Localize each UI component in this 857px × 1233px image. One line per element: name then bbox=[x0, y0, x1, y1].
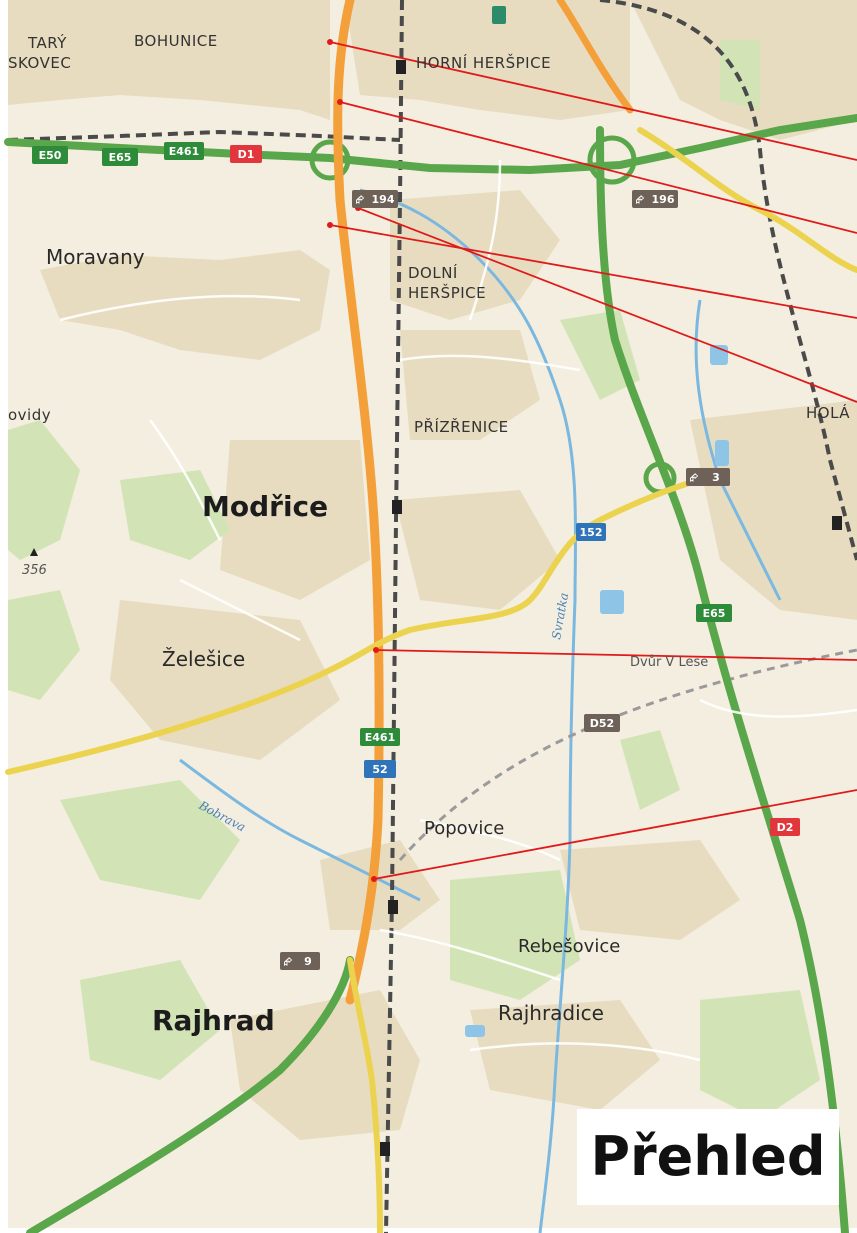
svg-text:E461: E461 bbox=[169, 145, 199, 158]
title-panel: Přehled bbox=[577, 1109, 839, 1205]
secondary-roads bbox=[5, 127, 857, 1233]
forest-areas bbox=[8, 40, 820, 1120]
place-moravany: Moravany bbox=[46, 245, 145, 269]
trunk-roads bbox=[333, 0, 634, 1005]
elevation-label: 356 bbox=[22, 563, 47, 578]
pointer-lines bbox=[329, 41, 857, 880]
svg-text:D1: D1 bbox=[238, 148, 255, 161]
road-badge-d1: D1 bbox=[230, 145, 262, 163]
exit-badge-194: 194 ⮳ bbox=[352, 190, 398, 208]
svg-text:9: 9 bbox=[304, 955, 312, 968]
place-holasky: HOLÁ bbox=[806, 403, 850, 422]
zoo-icon bbox=[492, 6, 506, 24]
road-badge-e50: E50 bbox=[32, 146, 68, 164]
place-bohunice: BOHUNICE bbox=[134, 32, 218, 50]
place-rajhrad: Rajhrad bbox=[152, 1004, 275, 1037]
svg-text:152: 152 bbox=[580, 526, 603, 539]
place-stary-liskovec-1: TARÝ bbox=[27, 33, 67, 52]
svg-text:⮳: ⮳ bbox=[356, 193, 365, 206]
svg-text:D52: D52 bbox=[590, 717, 614, 730]
svg-text:3: 3 bbox=[712, 471, 720, 484]
svg-text:196: 196 bbox=[652, 193, 675, 206]
place-prizrenice: PŘÍZŘENICE bbox=[414, 417, 509, 436]
exit-badge-3: 3 ⮳ bbox=[686, 468, 730, 486]
place-dolni-herspice-1: DOLNÍ bbox=[408, 263, 458, 282]
exit-badge-9: 9 ⮳ bbox=[280, 952, 320, 970]
road-badge-152: 152 bbox=[576, 523, 606, 541]
place-modrice: Modřice bbox=[202, 490, 328, 523]
exit-badge-196: 196 ⮳ bbox=[632, 190, 678, 208]
place-rajhradice: Rajhradice bbox=[498, 1001, 604, 1025]
road-badge-52: 52 bbox=[364, 760, 396, 778]
place-horni-herspice: HORNÍ HERŠPICE bbox=[416, 53, 551, 72]
scan-margin-bottom bbox=[0, 1228, 857, 1233]
place-zelesice: Želešice bbox=[162, 647, 245, 671]
place-popovice: Popovice bbox=[424, 818, 504, 839]
place-dolni-herspice-2: HERŠPICE bbox=[408, 283, 486, 302]
road-badge-e65-mid: E65 bbox=[696, 604, 732, 622]
place-stary-liskovec-2: SKOVEC bbox=[8, 54, 71, 72]
place-dvur-v-lese: Dvůr V Lese bbox=[630, 655, 708, 670]
svg-text:52: 52 bbox=[372, 763, 387, 776]
place-rebesovice: Rebešovice bbox=[518, 936, 620, 957]
svg-text:E65: E65 bbox=[703, 607, 726, 620]
svg-text:E50: E50 bbox=[39, 149, 62, 162]
road-badge-e461-mid: E461 bbox=[360, 728, 400, 746]
map-title: Přehled bbox=[590, 1125, 826, 1188]
road-badge-d52: D52 bbox=[584, 714, 620, 732]
road-badge-e461-top: E461 bbox=[164, 142, 204, 160]
place-ovidy: ovidy bbox=[8, 406, 51, 424]
svg-text:⮳: ⮳ bbox=[284, 955, 293, 968]
railways bbox=[7, 0, 857, 1233]
svg-text:194: 194 bbox=[372, 193, 395, 206]
svg-text:⮳: ⮳ bbox=[690, 471, 699, 484]
road-badge-d2: D2 bbox=[770, 818, 800, 836]
road-badge-e65-top: E65 bbox=[102, 148, 138, 166]
station-markers bbox=[380, 60, 842, 1156]
scan-margin-left bbox=[0, 0, 8, 1233]
minor-roads bbox=[59, 159, 857, 1062]
svg-text:E65: E65 bbox=[109, 151, 132, 164]
svg-text:⮳: ⮳ bbox=[636, 193, 645, 206]
peak-marker bbox=[30, 548, 38, 556]
svg-text:D2: D2 bbox=[777, 821, 794, 834]
svg-text:E461: E461 bbox=[365, 731, 395, 744]
